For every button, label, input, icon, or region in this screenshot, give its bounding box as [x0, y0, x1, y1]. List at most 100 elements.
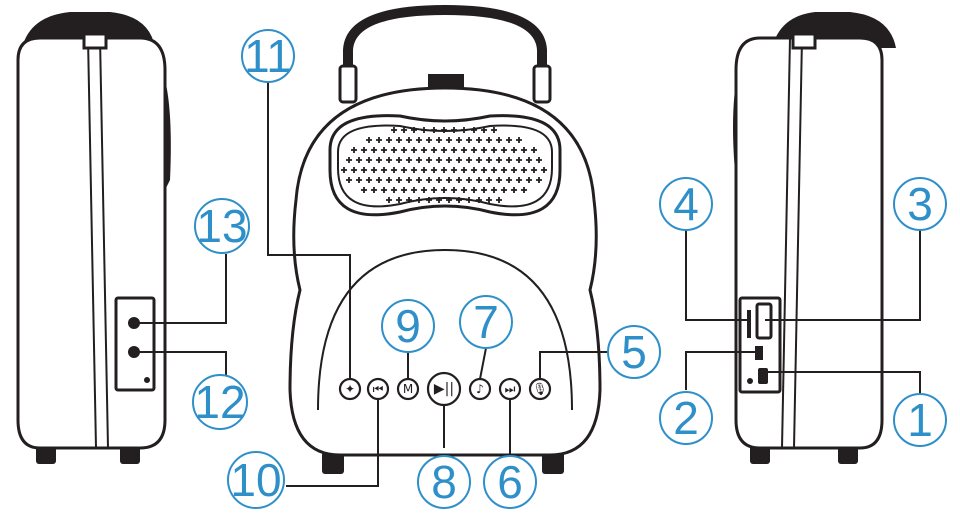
grille-hole [486, 197, 492, 203]
prev-icon: ⏮ [373, 382, 384, 396]
grille-hole [496, 197, 502, 203]
grille-hole [386, 137, 392, 143]
callout-3: 3 [893, 177, 947, 231]
right-side-view [733, 12, 896, 464]
svg-text:11: 11 [244, 30, 292, 82]
front-wheel-left [322, 452, 344, 474]
grille-hole [401, 147, 407, 153]
grille-hole [351, 147, 357, 153]
leader-5 [539, 351, 610, 379]
grille-hole [391, 147, 397, 153]
left-view-rail-clip [82, 32, 108, 50]
front-view: ✦ ⏮ M ▶|| ♪ ⏭ 🎙 [288, 4, 602, 474]
grille-hole [456, 157, 462, 163]
aux-port-panel [114, 296, 156, 392]
next-button[interactable]: ⏭ [498, 377, 522, 401]
callout-8: 8 [417, 455, 471, 509]
svg-text:2: 2 [673, 392, 699, 444]
grille-hole [371, 147, 377, 153]
grille-hole [521, 147, 527, 153]
light-button[interactable]: ✦ [338, 377, 362, 401]
grille-hole [361, 187, 367, 193]
grille-hole [421, 147, 427, 153]
grille-hole [476, 137, 482, 143]
grille-hole [381, 187, 387, 193]
mic-button[interactable]: 🎙 [528, 377, 552, 401]
leader-2 [685, 351, 759, 390]
svg-text:9: 9 [395, 300, 421, 352]
mode-button[interactable]: M [396, 377, 420, 401]
leader-1 [763, 371, 921, 395]
grille-hole [501, 167, 507, 173]
grille-hole [411, 147, 417, 153]
grille-hole [391, 167, 397, 173]
right-view-rail-2 [793, 37, 803, 449]
grille-hole [401, 187, 407, 193]
power-switch [758, 368, 768, 384]
grille-hole [341, 167, 347, 173]
grille-hole [496, 157, 502, 163]
grille-hole [406, 177, 412, 183]
grille-hole [346, 177, 352, 183]
grille-hole [416, 137, 422, 143]
grille-hole [526, 177, 532, 183]
grille-hole [396, 157, 402, 163]
grille-hole [446, 197, 452, 203]
callout-6: 6 [483, 455, 537, 509]
grille-hole [461, 127, 467, 133]
grille-hole [486, 177, 492, 183]
grille-hole [511, 147, 517, 153]
next-icon: ⏭ [505, 382, 516, 396]
grille-hole [456, 177, 462, 183]
grille-hole [491, 127, 497, 133]
tf-card-slot [747, 310, 751, 338]
grille-hole [411, 127, 417, 133]
speaker-grille-pattern [341, 127, 547, 203]
callout-9: 9 [381, 299, 435, 353]
left-view-rail-1 [87, 37, 97, 449]
grille-hole [461, 187, 467, 193]
grille-hole [481, 147, 487, 153]
light-icon: ✦ [345, 382, 355, 396]
grille-hole [516, 137, 522, 143]
grille-hole [426, 197, 432, 203]
leader-13 [134, 254, 227, 324]
grille-hole [391, 187, 397, 193]
grille-hole [461, 147, 467, 153]
grille-hole [506, 177, 512, 183]
leader-12 [134, 351, 227, 380]
grille-hole [396, 137, 402, 143]
grille-hole [356, 157, 362, 163]
play-pause-button[interactable]: ▶|| [426, 371, 462, 407]
mic-icon: 🎙 [532, 382, 547, 396]
grille-hole [421, 187, 427, 193]
grille-hole [436, 137, 442, 143]
grille-hole [461, 167, 467, 173]
grille-hole [476, 177, 482, 183]
grille-hole [446, 157, 452, 163]
grille-hole [481, 127, 487, 133]
leader-11 [267, 80, 351, 380]
grille-hole [406, 157, 412, 163]
handle-mount-left [338, 64, 358, 104]
leader-4 [685, 230, 751, 321]
grille-hole [441, 167, 447, 173]
grille-hole [451, 167, 457, 173]
svg-text:4: 4 [673, 178, 699, 230]
callout-10: 10 [227, 451, 285, 509]
leader-10 [286, 399, 379, 487]
grille-hole [381, 147, 387, 153]
grille-hole [361, 147, 367, 153]
callout-1: 1 [893, 393, 947, 447]
grille-hole [401, 127, 407, 133]
grille-hole [456, 137, 462, 143]
grille-hole [456, 197, 462, 203]
svg-text:1: 1 [907, 394, 933, 446]
grille-hole [446, 137, 452, 143]
eq-button[interactable]: ♪ [468, 377, 492, 401]
svg-text:12: 12 [194, 376, 245, 428]
grille-hole [376, 137, 382, 143]
svg-text:7: 7 [473, 296, 499, 348]
grille-hole [376, 157, 382, 163]
prev-button[interactable]: ⏮ [366, 377, 390, 401]
